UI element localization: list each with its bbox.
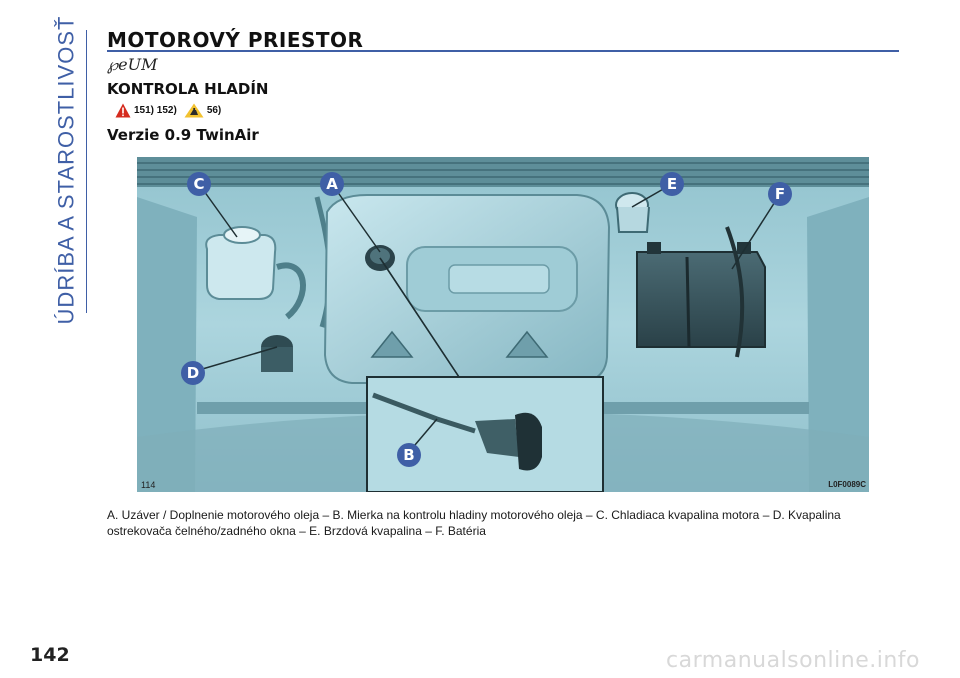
svg-text:D: D xyxy=(187,364,199,382)
figure-reference-code: L0F0089C xyxy=(828,480,866,489)
version-title: Verzie 0.9 TwinAir xyxy=(107,126,259,144)
svg-text:B: B xyxy=(403,446,414,464)
watermark-text: carmanualsonline.info xyxy=(666,648,920,673)
warning-triangle-icon xyxy=(115,103,131,117)
environment-bottle-icon xyxy=(184,103,204,117)
figure-info: 114 L0F0089C xyxy=(137,480,869,492)
svg-text:F: F xyxy=(775,185,785,203)
figure-caption: A. Uzáver / Doplnenie motorového oleja –… xyxy=(107,508,841,538)
callout-e: E xyxy=(660,172,684,196)
svg-text:A: A xyxy=(326,175,338,193)
side-chapter-tab: ÚDRÍBA A STAROSTLIVOSŤ xyxy=(46,16,86,325)
engine-bay-figure: C A E F D B xyxy=(137,157,869,492)
subsection-title: KONTROLA HLADÍN xyxy=(107,80,269,98)
title-divider xyxy=(107,50,899,52)
chapter-divider xyxy=(86,30,87,313)
callout-a: A xyxy=(320,172,344,196)
warning-refs: 151) 152) xyxy=(134,104,177,116)
svg-text:E: E xyxy=(667,175,677,193)
figure-number: 114 xyxy=(141,480,156,490)
callout-c: C xyxy=(187,172,211,196)
callout-b: B xyxy=(397,443,421,467)
callout-d: D xyxy=(181,361,205,385)
environment-ref: 56) xyxy=(206,104,222,116)
script-mark: ℘eUM xyxy=(107,55,158,74)
reference-notes: 151) 152) 56) xyxy=(115,100,221,120)
chapter-label: ÚDRÍBA A STAROSTLIVOSŤ xyxy=(53,15,78,325)
section-title: MOTOROVÝ PRIESTOR xyxy=(107,28,364,52)
page-number: 142 xyxy=(30,644,70,666)
svg-text:C: C xyxy=(193,175,204,193)
callout-f: F xyxy=(768,182,792,206)
